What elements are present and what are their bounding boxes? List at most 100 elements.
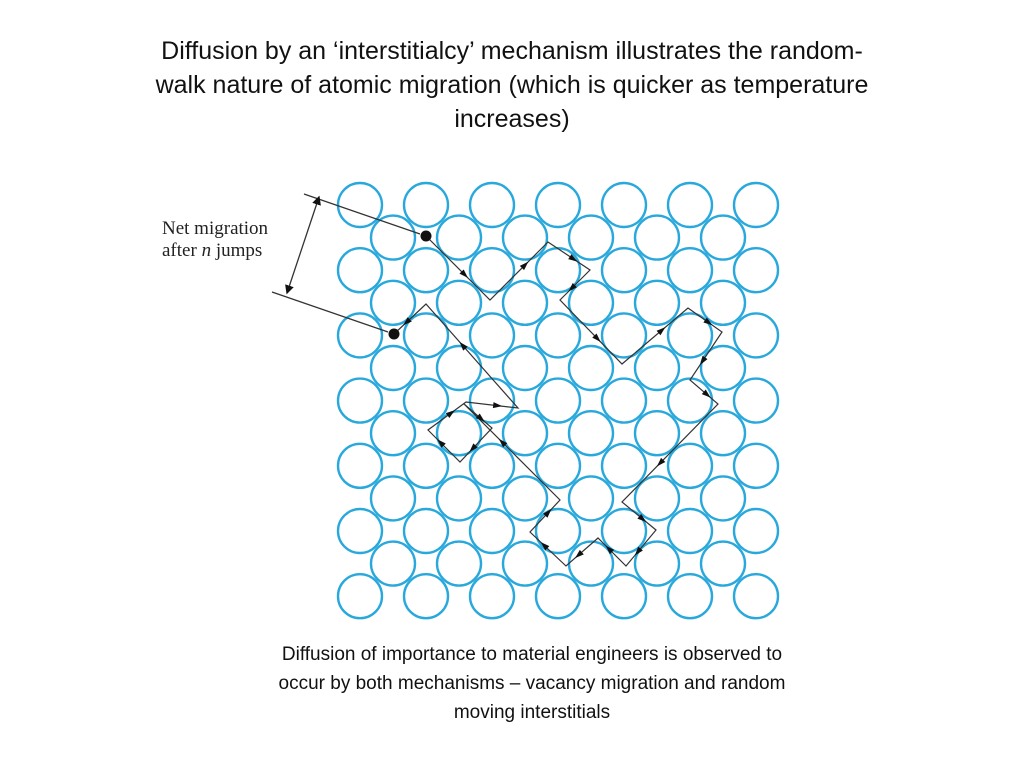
lattice-atom bbox=[633, 410, 681, 457]
lattice-atom bbox=[699, 475, 747, 522]
lattice-atom bbox=[600, 573, 648, 620]
leader-line-start bbox=[303, 193, 421, 235]
lattice-atom bbox=[501, 540, 549, 587]
lattice-atoms bbox=[336, 181, 780, 620]
lattice-atom bbox=[402, 377, 450, 424]
lattice-atom bbox=[501, 214, 549, 261]
lattice-atom bbox=[435, 475, 483, 522]
end-atom-marker bbox=[388, 328, 400, 340]
lattice-atom bbox=[402, 181, 450, 229]
jump-arrow bbox=[540, 542, 550, 551]
lattice-atom bbox=[732, 181, 780, 229]
jump-arrow bbox=[459, 269, 468, 278]
lattice-atom bbox=[435, 540, 483, 587]
lattice-atom bbox=[567, 214, 615, 261]
lattice-atom bbox=[468, 247, 516, 294]
lattice-atom bbox=[699, 344, 747, 392]
lattice-atom bbox=[633, 540, 681, 587]
lattice-atom bbox=[369, 475, 417, 522]
jump-arrow bbox=[656, 457, 666, 467]
lattice-atom bbox=[666, 312, 714, 359]
lattice-atom bbox=[336, 181, 384, 229]
lattice-atom bbox=[732, 247, 780, 294]
net-migration-annotation bbox=[271, 193, 421, 333]
lattice-atom bbox=[600, 247, 648, 294]
lattice-atom bbox=[666, 442, 714, 489]
jump-arrow bbox=[475, 413, 485, 422]
title-line-2: walk nature of atomic migration (which i… bbox=[155, 71, 869, 99]
lattice-atom bbox=[600, 377, 648, 424]
lattice-atom bbox=[402, 247, 450, 294]
lattice-atom bbox=[369, 540, 417, 587]
lattice-atom bbox=[699, 214, 747, 261]
lattice-atom bbox=[732, 377, 780, 424]
lattice-atom bbox=[402, 507, 450, 555]
jump-arrow bbox=[575, 549, 584, 559]
lattice-atom bbox=[600, 181, 648, 229]
jump-arrow bbox=[498, 438, 508, 448]
migration-paths bbox=[388, 230, 723, 567]
random-walk-path bbox=[393, 235, 723, 567]
jump-arrow bbox=[700, 355, 708, 365]
lattice-atom bbox=[369, 410, 417, 457]
caption-line-1: Diffusion of importance to material engi… bbox=[281, 644, 783, 665]
lattice-atom bbox=[468, 442, 516, 489]
lattice-atom bbox=[600, 312, 648, 359]
lattice-atom bbox=[699, 540, 747, 587]
lattice-atom bbox=[666, 507, 714, 555]
net-label-line-1: Net migration bbox=[162, 218, 269, 239]
lattice-atom bbox=[567, 410, 615, 457]
net-label-line-2: after n jumps bbox=[162, 240, 263, 261]
lattice-atom bbox=[336, 247, 384, 294]
jump-arrow bbox=[519, 261, 529, 271]
lattice-atom bbox=[567, 475, 615, 522]
lattice-atom bbox=[468, 312, 516, 359]
jump-arrow bbox=[437, 439, 446, 448]
lattice-atom bbox=[534, 573, 582, 620]
lattice-atom bbox=[369, 279, 417, 326]
lattice-atom bbox=[600, 442, 648, 489]
lattice-atom bbox=[534, 442, 582, 489]
lattice-atom bbox=[336, 312, 384, 359]
slide-title: Diffusion by an ‘interstitialcy’ mechani… bbox=[50, 34, 974, 136]
lattice-atom bbox=[336, 507, 384, 555]
lattice-atom bbox=[666, 377, 714, 424]
title-line-1: Diffusion by an ‘interstitialcy’ mechani… bbox=[161, 37, 863, 65]
lattice-atom bbox=[402, 312, 450, 359]
lattice-atom bbox=[435, 410, 483, 457]
lattice-atom bbox=[699, 279, 747, 326]
jump-arrow bbox=[592, 333, 601, 342]
jump-arrow bbox=[492, 402, 503, 409]
jump-arrow bbox=[605, 545, 615, 555]
caption-line-3: moving interstitials bbox=[453, 702, 611, 723]
lattice-atom bbox=[732, 507, 780, 555]
jump-arrow bbox=[637, 513, 647, 522]
lattice-atom bbox=[633, 214, 681, 261]
lattice-atom bbox=[732, 442, 780, 489]
lattice-atom bbox=[369, 214, 417, 261]
lattice-atom bbox=[633, 475, 681, 522]
jump-arrow bbox=[403, 317, 412, 326]
jump-arrow bbox=[703, 317, 713, 326]
caption-line-2: occur by both mechanisms – vacancy migra… bbox=[278, 673, 786, 694]
lattice-atom bbox=[567, 344, 615, 392]
lattice-atom bbox=[402, 573, 450, 620]
lattice-atom bbox=[336, 573, 384, 620]
lattice-atom bbox=[567, 279, 615, 326]
lattice-atom bbox=[402, 442, 450, 489]
lattice-atom bbox=[666, 573, 714, 620]
lattice-atom bbox=[501, 279, 549, 326]
jump-arrow bbox=[568, 283, 577, 292]
variable-n: n bbox=[201, 240, 212, 261]
lattice-atom bbox=[435, 279, 483, 326]
lattice-atom bbox=[534, 312, 582, 359]
lattice-atom bbox=[501, 344, 549, 392]
title-line-3: increases) bbox=[454, 105, 570, 133]
lattice-atom bbox=[633, 279, 681, 326]
jump-arrow bbox=[634, 546, 643, 556]
lattice-atom bbox=[534, 507, 582, 555]
net-migration-label: Net migration after n jumps bbox=[162, 218, 268, 262]
lattice-atom bbox=[468, 573, 516, 620]
start-atom-marker bbox=[420, 230, 432, 242]
